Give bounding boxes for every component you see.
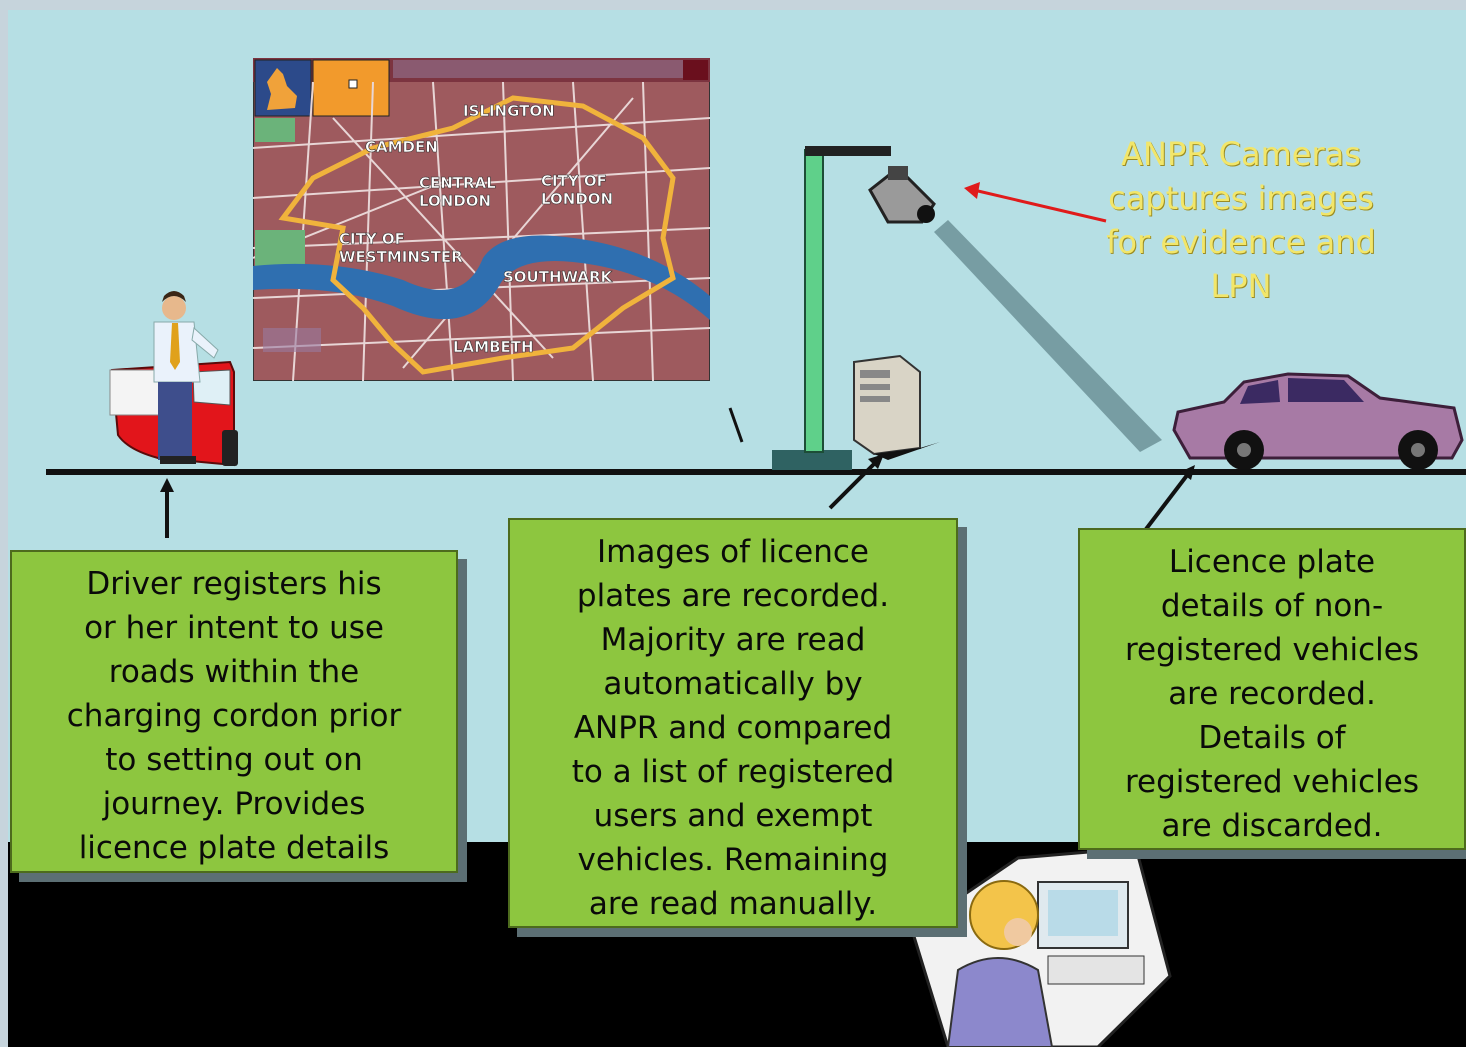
london-map: ISLINGTON CAMDEN CENTRAL LONDON CITY OF … xyxy=(253,58,710,381)
congestion-cordon xyxy=(278,95,676,375)
map-label-westminster-2: WESTMINSTER xyxy=(339,248,463,266)
map-label-central-1: CENTRAL xyxy=(419,174,496,192)
pointer-arrow-server xyxy=(828,454,884,510)
driver-figure xyxy=(153,291,219,464)
map-label-central-2: LONDON xyxy=(419,192,491,210)
small-tick-mark xyxy=(728,407,744,443)
scene-drawing xyxy=(46,146,1466,1047)
diagram-stage: ISLINGTON CAMDEN CENTRAL LONDON CITY OF … xyxy=(8,10,1466,1047)
map-label-city-2: LONDON xyxy=(541,190,613,208)
driver-registration-box: Driver registers his or her intent to us… xyxy=(10,550,458,873)
pointer-arrow-driver xyxy=(160,478,174,538)
map-label-islington: ISLINGTON xyxy=(463,102,555,120)
purple-car-icon xyxy=(1172,372,1464,470)
map-label-city-1: CITY OF xyxy=(541,172,607,190)
operator-at-computer-icon xyxy=(910,846,1172,1047)
camera-beam xyxy=(934,220,1162,452)
road-line xyxy=(46,469,1466,475)
server-tower-icon xyxy=(853,354,940,460)
image-recording-box: Images of licence plates are recorded. M… xyxy=(508,518,958,928)
pointer-arrow-car xyxy=(1138,465,1195,539)
map-label-southwark: SOUTHWARK xyxy=(503,268,614,286)
anpr-camera-caption: ANPR Cameras captures images for evidenc… xyxy=(1106,135,1376,305)
cctv-camera-icon xyxy=(868,165,936,224)
plate-details-box: Licence plate details of non- registered… xyxy=(1078,528,1466,850)
annotation-arrow-red xyxy=(964,182,1107,223)
map-label-westminster-1: CITY OF xyxy=(339,230,405,248)
map-label-lambeth: LAMBETH xyxy=(453,338,534,356)
lamp-post xyxy=(772,146,891,470)
river-thames xyxy=(253,235,710,320)
map-label-camden: CAMDEN xyxy=(365,138,438,156)
